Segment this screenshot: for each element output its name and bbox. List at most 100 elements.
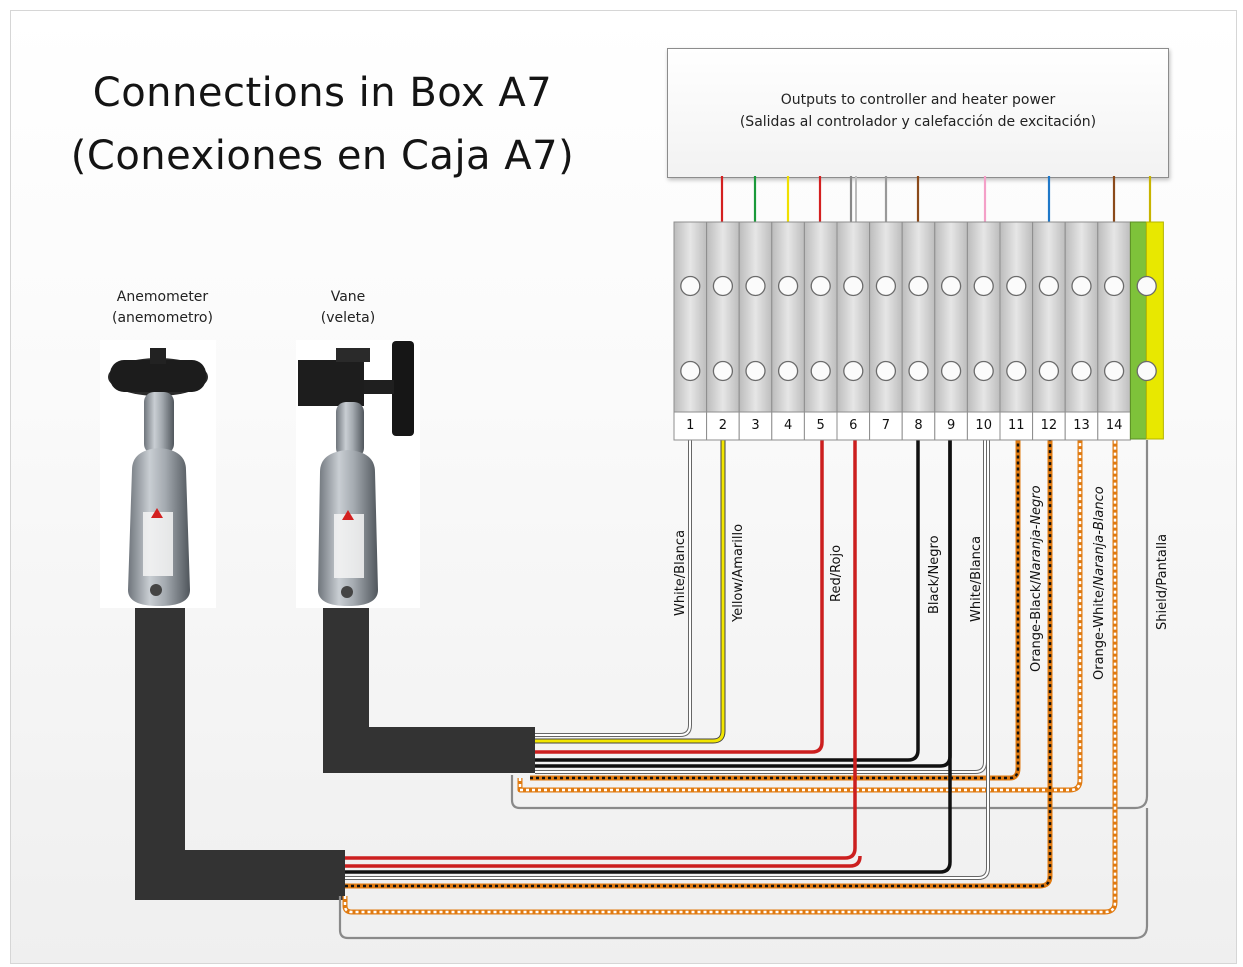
anemometer-wire-black-9 xyxy=(345,440,952,874)
terminal-screw xyxy=(843,275,864,297)
vane-wire-yellow-2 xyxy=(535,440,726,744)
terminal-5: 5 xyxy=(803,221,838,441)
terminal-screw xyxy=(875,275,897,297)
terminal-screw xyxy=(1071,360,1092,382)
terminal-screw xyxy=(1006,275,1027,297)
terminal-screw xyxy=(908,360,929,382)
vane-cable xyxy=(323,600,535,773)
terminal-2: 2 xyxy=(706,221,740,441)
outputs-box-line-1: Outputs to controller and heater power xyxy=(780,92,1056,108)
terminal-number: 2 xyxy=(719,418,727,433)
vane-wire-red-5 xyxy=(535,440,824,754)
wire-label: Yellow/Amarillo xyxy=(731,524,746,623)
terminal-screw xyxy=(973,360,994,382)
wire-label: Shield/Pantalla xyxy=(1155,534,1170,630)
anemometer-wire-white-10 xyxy=(345,440,990,880)
vane-label: Vane (veleta) xyxy=(296,287,400,329)
anemometer-name: Anemometer xyxy=(116,289,209,305)
terminal-screw xyxy=(875,360,897,382)
terminal-number: 1 xyxy=(686,418,694,433)
wire-labels: White/Blanca Yellow/Amarillo Red/Rojo Black… xyxy=(673,485,1170,680)
wire-label: White/Blanca xyxy=(969,536,984,622)
wire-label: White/Blanca xyxy=(673,530,688,616)
terminal-3: 3 xyxy=(738,221,773,441)
terminal-6: 6 xyxy=(836,221,871,441)
terminal-screw xyxy=(712,275,734,297)
terminal-screw xyxy=(745,275,766,297)
terminal-screw xyxy=(1071,275,1092,297)
terminal-screw xyxy=(810,275,831,297)
output-wires xyxy=(720,176,1152,222)
terminal-screw xyxy=(712,360,734,382)
vane-sublabel: (veleta) xyxy=(320,310,376,326)
outputs-box: Outputs to controller and heater power (… xyxy=(667,48,1169,178)
terminal-number: 14 xyxy=(1106,418,1123,433)
vane-image xyxy=(296,340,420,608)
vane-name: Vane xyxy=(330,289,366,305)
wire-label: Orange-Black/Naranja-Negro xyxy=(1029,485,1044,672)
vane-wire-white-1 xyxy=(535,440,692,737)
anemometer-wire-orange-white-14 xyxy=(342,440,1118,915)
terminal-1: 1 xyxy=(673,221,708,441)
terminal-number: 3 xyxy=(751,418,759,433)
anemometer-label: Anemometer (anemometro) xyxy=(95,287,230,329)
anemometer-cable xyxy=(135,600,345,900)
terminal-screw xyxy=(680,360,701,382)
terminal-number: 11 xyxy=(1008,418,1025,433)
terminal-7: 7 xyxy=(869,221,903,441)
vane-wire-black-8 xyxy=(535,440,920,762)
terminal-screw xyxy=(1038,360,1060,382)
vane-wire-white-10 xyxy=(535,440,987,774)
anemometer-wire-orange-black-12 xyxy=(345,440,1053,889)
terminal-number: 13 xyxy=(1073,418,1090,433)
terminal-screw xyxy=(908,275,929,297)
wires-group xyxy=(338,440,1149,940)
terminal-number: 12 xyxy=(1041,418,1058,433)
terminal-8: 8 xyxy=(901,221,936,441)
terminal-screw xyxy=(1136,275,1157,297)
title-line-1: Connections in Box A7 xyxy=(92,70,553,116)
terminal-screw xyxy=(680,275,701,297)
terminal-screw xyxy=(777,275,799,297)
terminal-4: 4 xyxy=(771,221,805,441)
terminal-12: 12 xyxy=(1032,221,1066,441)
terminal-screw xyxy=(1136,360,1157,382)
terminal-screw xyxy=(940,360,962,382)
wire-label: Black/Negro xyxy=(927,535,942,614)
terminal-10: 10 xyxy=(966,221,1001,441)
terminal-screw xyxy=(745,360,766,382)
anemometer-image xyxy=(100,340,216,608)
terminal-screw xyxy=(843,360,864,382)
terminal-14: 14 xyxy=(1097,221,1131,441)
terminal-screw xyxy=(940,275,962,297)
anemometer-sublabel: (anemometro) xyxy=(112,310,213,326)
anemometer-wire-shield xyxy=(338,808,1149,940)
terminal-number: 10 xyxy=(975,418,992,433)
terminal-9: 9 xyxy=(934,221,968,441)
terminal-number: 8 xyxy=(914,418,922,433)
terminal-screw xyxy=(1038,275,1060,297)
terminal-screw xyxy=(1103,275,1125,297)
outputs-box-line-2: (Salidas al controlador y calefacción de… xyxy=(739,114,1097,130)
terminal-screw xyxy=(810,360,831,382)
vane-wire-orange-black-11 xyxy=(530,440,1021,781)
terminal-screw xyxy=(777,360,799,382)
terminal-screw xyxy=(973,275,994,297)
title-line-2: (Conexiones en Caja A7) xyxy=(70,133,575,179)
terminal-number: 7 xyxy=(882,418,890,433)
anemometer-wire-red-6b xyxy=(345,855,862,868)
terminal-11: 11 xyxy=(999,221,1034,441)
terminal-screw xyxy=(1006,360,1027,382)
ground-terminal xyxy=(1129,221,1164,440)
vane-wire-orange-white-13 xyxy=(517,440,1083,793)
wire-label: Orange-White/Naranja-Blanco xyxy=(1092,486,1107,680)
terminal-screw xyxy=(1103,360,1125,382)
terminal-number: 9 xyxy=(947,418,955,433)
wire-label: Red/Rojo xyxy=(829,545,844,602)
terminal-number: 4 xyxy=(784,418,792,433)
vane-wire-shield xyxy=(510,440,1149,810)
terminal-number: 6 xyxy=(849,418,857,433)
